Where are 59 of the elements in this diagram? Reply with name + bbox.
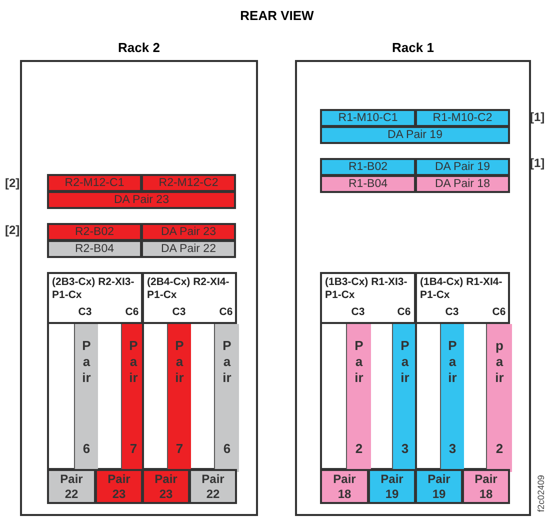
vertical-label: Pair 2 xyxy=(354,338,364,456)
port-strip xyxy=(440,324,464,472)
label-cell: R1-B02 xyxy=(320,158,416,176)
vertical-label: Pair 6 xyxy=(81,338,92,456)
label-cell: R2-M12-C2 xyxy=(141,174,236,192)
port-strip xyxy=(346,324,371,472)
adapter-card xyxy=(142,272,237,470)
label-cell: DA Pair 18 xyxy=(415,175,510,193)
pair-box: Pair 18 xyxy=(320,469,369,504)
pair-box: Pair 23 xyxy=(95,469,143,504)
adapter-name: (2B3-Cx) R2-XI3-P1-Cx xyxy=(52,276,136,302)
port-strip xyxy=(214,324,239,472)
adapter-card xyxy=(415,272,510,470)
note-marker: [2] xyxy=(5,223,20,237)
port-strip xyxy=(74,324,98,472)
vertical-label: pair 2 xyxy=(494,338,505,456)
label-cell: R2-B04 xyxy=(47,240,142,258)
port-strip xyxy=(392,324,417,472)
label-cell: DA Pair 23 xyxy=(141,223,236,241)
pair-box: Pair 19 xyxy=(415,469,463,504)
adapter-card xyxy=(47,272,143,470)
column-label: C6 xyxy=(396,306,412,318)
pair-box: Pair 22 xyxy=(189,469,237,504)
label-cell: DA Pair 19 xyxy=(320,126,510,144)
label-cell: DA Pair 22 xyxy=(141,240,236,258)
column-label: C6 xyxy=(218,306,234,318)
rack-heading: Rack 1 xyxy=(391,40,435,55)
vertical-label: Pair 7 xyxy=(174,338,185,456)
column-label: C3 xyxy=(171,306,187,318)
port-strip xyxy=(486,324,512,472)
adapter-card xyxy=(320,272,416,470)
figure-code: f2c02409 xyxy=(536,474,546,512)
pair-box: Pair 18 xyxy=(462,469,510,504)
rack-heading: Rack 2 xyxy=(117,40,161,55)
column-label: C6 xyxy=(491,306,507,318)
adapter-name: (1B4-Cx) R1-XI4-P1-Cx xyxy=(420,276,504,302)
vertical-label: Pair 3 xyxy=(447,338,458,456)
adapter-name: (1B3-Cx) R1-XI3-P1-Cx xyxy=(325,276,408,302)
vertical-label: Pair 3 xyxy=(400,338,410,456)
column-label: C3 xyxy=(350,306,366,318)
vertical-label: Pair 7 xyxy=(128,338,139,456)
note-marker: [2] xyxy=(5,176,20,190)
port-strip xyxy=(167,324,191,472)
label-cell: R1-B04 xyxy=(320,175,416,193)
label-cell: R2-M12-C1 xyxy=(47,174,142,192)
column-label: C6 xyxy=(124,306,140,318)
diagram-title: REAR VIEW xyxy=(239,8,315,23)
label-cell: DA Pair 23 xyxy=(47,191,236,209)
label-cell: R2-B02 xyxy=(47,223,142,241)
column-label: C3 xyxy=(77,306,93,318)
pair-box: Pair 22 xyxy=(47,469,96,504)
adapter-name: (2B4-Cx) R2-XI4-P1-Cx xyxy=(147,276,230,302)
pair-box: Pair 23 xyxy=(142,469,190,504)
label-cell: DA Pair 19 xyxy=(415,158,510,176)
label-cell: R1-M10-C1 xyxy=(320,109,416,127)
vertical-label: Pair 6 xyxy=(222,338,232,456)
label-cell: R1-M10-C2 xyxy=(415,109,510,127)
column-label: C3 xyxy=(444,306,460,318)
pair-box: Pair 19 xyxy=(368,469,416,504)
